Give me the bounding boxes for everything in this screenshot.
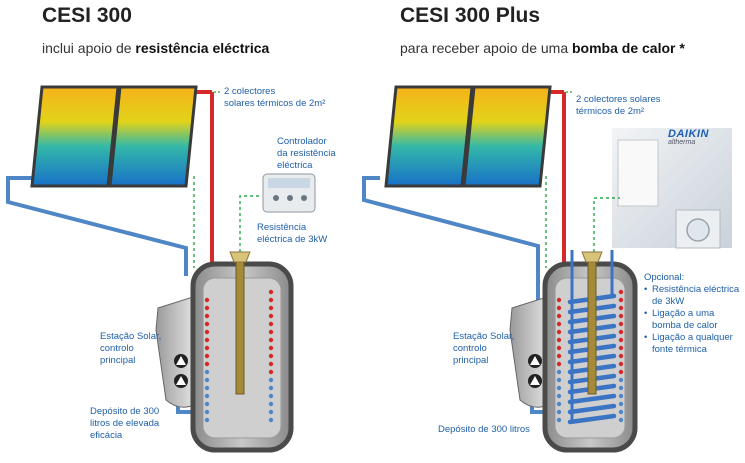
- left-collectors-label: 2 colectores solares térmicos de 2m²: [224, 86, 325, 110]
- left-tank-label-line1: Depósito de 300: [90, 406, 160, 417]
- left-controller-label-line3: eléctrica: [277, 160, 313, 171]
- daikin-logo-sub: altherma: [668, 139, 696, 146]
- left-title: CESI 300: [42, 4, 132, 27]
- left-resistance-label-line1: Resistência: [257, 222, 307, 233]
- left-resistance-head: [229, 251, 251, 263]
- right-collectors-label-line1: 2 colectores solares: [576, 94, 661, 105]
- left-coil-dots-cold: [204, 369, 274, 423]
- left-tank-label-line3: eficácia: [90, 430, 123, 441]
- left-collectors-label-line1: 2 colectores: [224, 86, 276, 97]
- left-collector-2: [108, 85, 198, 188]
- right-option-item: Resistência eléctrica de 3kW: [644, 284, 744, 308]
- right-collector-2: [462, 85, 552, 188]
- left-station-label: Estação Solar, controlo principal: [100, 331, 161, 367]
- left-coil-dots-hot: [204, 289, 274, 375]
- right-coil-dots-cold: [556, 369, 624, 423]
- left-system: [6, 85, 316, 453]
- left-controller-label-line1: Controlador: [277, 136, 327, 147]
- right-collector-1: [384, 85, 474, 188]
- left-solar-station: [155, 295, 197, 408]
- left-subtitle-text: inclui apoio de: [42, 40, 136, 56]
- left-pump-icons: [174, 354, 188, 388]
- right-collectors-label-line2: térmicos de 2m²: [576, 106, 645, 117]
- left-station-label-line1: Estação Solar,: [100, 331, 162, 342]
- right-options-list: Resistência eléctrica de 3kW Ligação a u…: [644, 284, 744, 356]
- left-resistance-label: Resistência eléctrica de 3kW: [257, 222, 327, 246]
- left-tank-label-line2: litros de elevada: [90, 418, 160, 429]
- left-control-wire-2: [239, 195, 262, 252]
- daikin-logo-text: DAIKIN: [668, 128, 709, 140]
- right-station-label-line1: Estação Solar,: [453, 331, 515, 342]
- left-station-label-line2: controlo: [100, 343, 134, 354]
- right-options-title: Opcional:: [644, 272, 685, 283]
- daikin-logo: DAIKIN altherma: [668, 128, 709, 146]
- right-subtitle-bold: bomba de calor *: [572, 40, 685, 56]
- right-heat-pump-unit: [617, 139, 659, 207]
- right-resistance-head: [581, 251, 603, 263]
- right-subtitle: para receber apoio de uma bomba de calor…: [400, 40, 685, 56]
- right-cold-pipe: [362, 176, 540, 300]
- left-station-label-line3: principal: [100, 355, 136, 366]
- right-option-item: Ligação a qualquer fonte térmica: [644, 332, 744, 356]
- left-collectors-label-line2: solares térmicos de 2m²: [224, 98, 326, 109]
- left-collector-1: [30, 85, 120, 188]
- left-tank-label: Depósito de 300 litros de elevada eficác…: [90, 406, 159, 442]
- right-system: [362, 85, 732, 453]
- right-coil-dots-hot: [556, 289, 624, 375]
- right-title: CESI 300 Plus: [400, 4, 541, 27]
- right-collectors-label: 2 colectores solares térmicos de 2m²: [576, 94, 660, 118]
- left-subtitle-bold: resistência eléctrica: [135, 40, 270, 56]
- left-controller-device: [262, 173, 316, 213]
- right-pump-icons: [528, 354, 542, 388]
- right-station-label-line2: controlo: [453, 343, 487, 354]
- left-resistance-label-line2: eléctrica de 3kW: [257, 234, 328, 245]
- left-controller-label-line2: da resistência: [277, 148, 336, 159]
- right-options: Opcional: Resistência eléctrica de 3kW L…: [644, 272, 744, 356]
- right-station-label: Estação Solar, controlo principal: [453, 331, 514, 367]
- right-tank-label: Depósito de 300 litros: [438, 424, 530, 435]
- left-controller-label: Controlador da resistência eléctrica: [277, 136, 336, 172]
- right-station-label-line3: principal: [453, 355, 489, 366]
- right-control-wire-2: [593, 197, 620, 252]
- left-resistance-rod: [235, 259, 245, 395]
- right-resistance-rod: [587, 259, 597, 395]
- right-option-item: Ligação a uma bomba de calor: [644, 308, 744, 332]
- left-subtitle: inclui apoio de resistência eléctrica: [42, 40, 269, 56]
- right-subtitle-text: para receber apoio de uma: [400, 40, 572, 56]
- left-cold-pipe: [6, 176, 188, 276]
